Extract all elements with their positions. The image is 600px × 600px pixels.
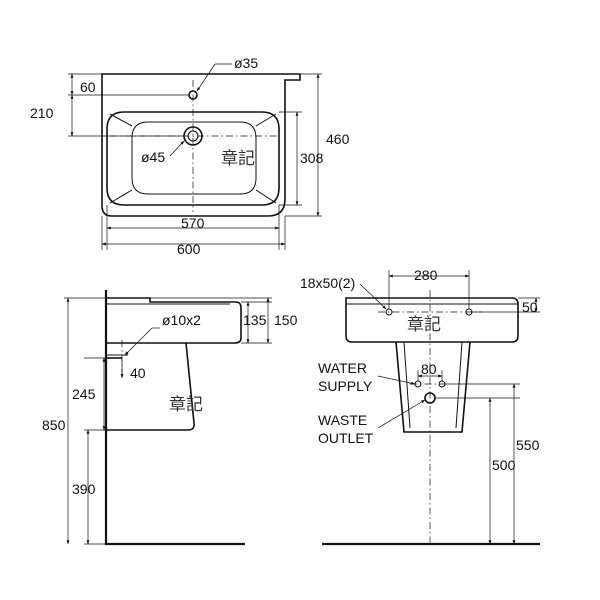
dim-fixing-offset: 40 [130, 365, 146, 381]
pedestal-front-profile [395, 341, 471, 433]
label-waste-outlet-line2: OUTLET [318, 430, 374, 446]
bowl-inner-top [131, 121, 257, 195]
top-view: ø35 60 210 460 308 ø45 570 600 章記 [30, 55, 350, 257]
side-view: ø10x2 135 150 40 245 850 390 章記 [42, 290, 298, 546]
dim-waste-height: 500 [492, 457, 516, 473]
basin-side-profile [106, 297, 242, 344]
dim-tap-hole-diameter: ø35 [234, 55, 258, 71]
dim-edge-to-waste: 210 [30, 105, 54, 121]
label-water-supply-line2: SUPPLY [318, 378, 373, 394]
dim-outer-depth: 460 [326, 131, 350, 147]
stamp-mark-front: 章記 [407, 315, 441, 335]
dim-waste-hole-diameter: ø45 [141, 149, 165, 165]
stamp-mark-top: 章記 [221, 149, 255, 169]
dim-slot-spacing: 280 [414, 267, 438, 283]
dim-total-height: 850 [42, 417, 66, 433]
dim-edge-to-tap: 60 [80, 79, 96, 95]
dim-floor-to-bracket: 390 [72, 481, 96, 497]
basin-front-profile [345, 297, 519, 343]
dim-supply-height: 550 [516, 437, 540, 453]
dim-slot-height: 50 [522, 299, 538, 315]
dim-pedestal-top: 245 [72, 386, 96, 402]
dim-fixing-holes: ø10x2 [162, 312, 201, 328]
pedestal-side-profile [106, 342, 195, 431]
dim-bowl-depth: 308 [300, 150, 324, 166]
dim-fixing-slots: 18x50(2) [300, 275, 355, 291]
stamp-mark-side: 章記 [169, 395, 203, 415]
bowl-outline-top [106, 111, 280, 206]
label-waste-outlet-line1: WASTE [318, 412, 367, 428]
dim-basin-inner-height: 135 [243, 312, 267, 328]
dim-bowl-width: 570 [181, 215, 205, 231]
basin-outline-top [101, 73, 301, 217]
label-water-supply-line1: WATER [318, 360, 367, 376]
dim-overall-width: 600 [177, 241, 201, 257]
dim-supply-spacing: 80 [421, 361, 437, 377]
front-view: 18x50(2) 280 50 80 500 550 WATER SUPPLY … [300, 267, 540, 546]
dim-basin-height: 150 [274, 312, 298, 328]
